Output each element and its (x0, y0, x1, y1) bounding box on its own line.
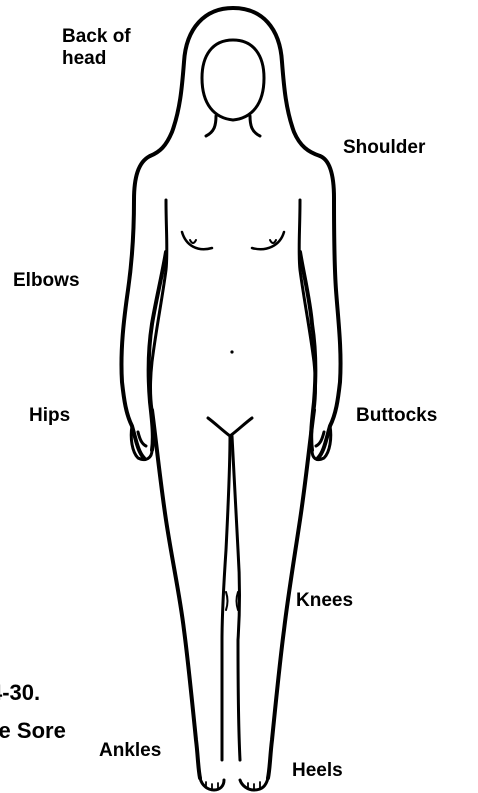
label-knees: Knees (296, 590, 353, 612)
torso-right (299, 200, 315, 410)
label-hips: Hips (29, 405, 70, 427)
left-leg-inner (222, 436, 230, 760)
navel (230, 350, 233, 353)
label-ankles: Ankles (99, 740, 161, 762)
hair-outline (150, 8, 320, 156)
face-outline (202, 40, 264, 120)
torso-left (151, 200, 167, 410)
label-buttocks: Buttocks (356, 405, 437, 427)
caption-title-fragment: re Sore (0, 718, 66, 744)
left-leg-outer (152, 410, 200, 778)
label-heels: Heels (292, 760, 343, 782)
right-nipple (270, 240, 276, 243)
left-breast (182, 232, 212, 249)
left-nipple (190, 240, 196, 243)
left-arm-outer (121, 156, 150, 458)
right-arm-outer (318, 156, 341, 458)
left-knee-mark (226, 592, 228, 610)
groin (208, 418, 252, 436)
neck-right (250, 116, 260, 136)
right-breast (252, 232, 284, 249)
label-shoulder: Shoulder (343, 137, 425, 159)
label-back-of-head: Back of head (62, 26, 152, 70)
neck-left (206, 116, 216, 136)
caption-figure-number: 4-30. (0, 680, 40, 706)
right-knee-mark (237, 592, 239, 610)
label-elbows: Elbows (13, 270, 80, 292)
